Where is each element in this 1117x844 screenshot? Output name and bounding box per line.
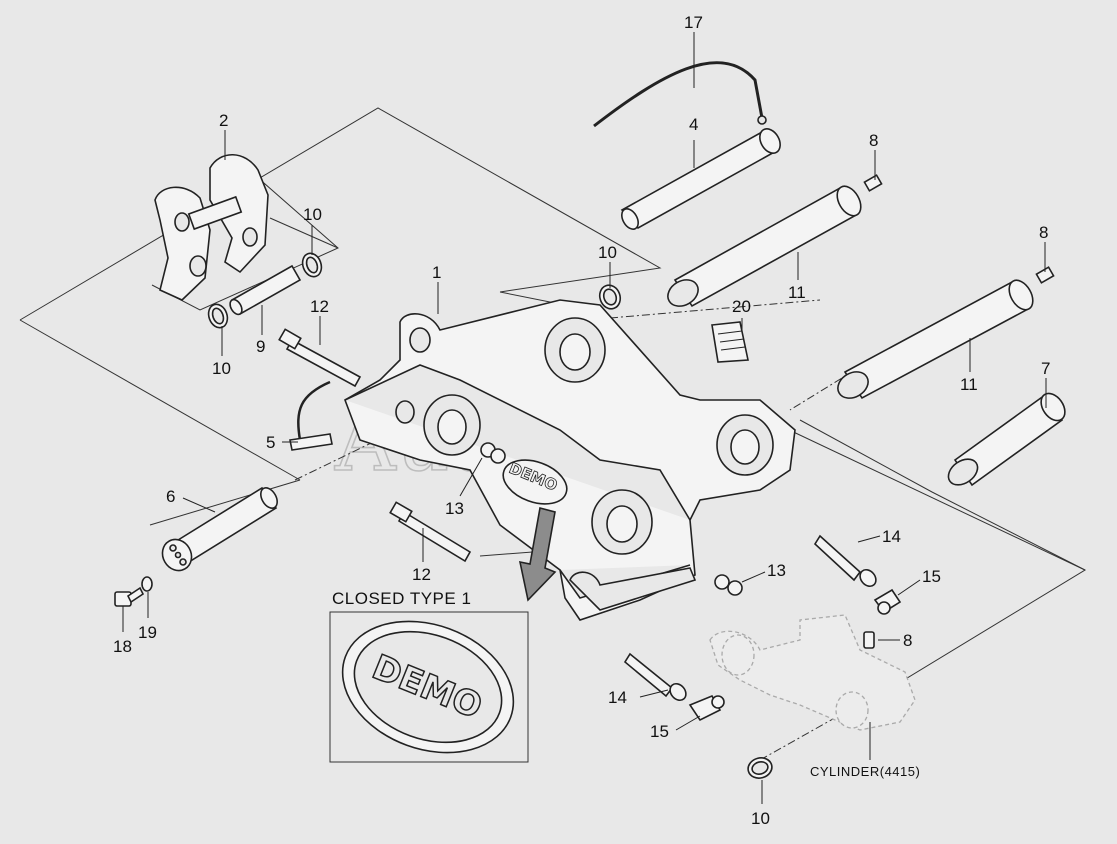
callout-18: 18 xyxy=(113,637,132,656)
callout-6: 6 xyxy=(166,487,175,506)
callout-7: 7 xyxy=(1041,359,1050,378)
snap-ring-10-a xyxy=(301,252,323,278)
callout-11: 11 xyxy=(960,375,978,394)
callout-19: 19 xyxy=(138,623,157,642)
callout-10: 10 xyxy=(751,809,770,828)
pin-7 xyxy=(947,392,1066,487)
callout-labels: 17 4 8 8 2 10 10 11 1 20 12 9 10 11 7 5 … xyxy=(113,13,1050,828)
callout-8: 8 xyxy=(903,631,912,650)
leader-lines xyxy=(122,32,1047,804)
cable-ring xyxy=(757,115,767,125)
callout-9: 9 xyxy=(256,337,265,356)
snap-ring-10-d xyxy=(747,757,773,779)
callout-10: 10 xyxy=(598,243,617,262)
nut-13-a xyxy=(480,442,506,464)
callout-8: 8 xyxy=(1039,223,1048,242)
elbow-15-upper xyxy=(873,588,902,615)
pin-6 xyxy=(161,486,278,572)
fitting-14-upper xyxy=(813,534,877,588)
callout-14: 14 xyxy=(882,527,901,546)
callout-4: 4 xyxy=(689,115,698,134)
closed-type-detail: DEMO xyxy=(329,611,529,763)
callout-20: 20 xyxy=(732,297,751,316)
callout-15: 15 xyxy=(650,722,669,741)
callout-12: 12 xyxy=(412,565,431,584)
bushing-9 xyxy=(229,264,302,316)
callout-8: 8 xyxy=(869,131,878,150)
closed-type-caption: CLOSED TYPE 1 xyxy=(332,589,471,608)
callout-2: 2 xyxy=(219,111,228,130)
callout-12: 12 xyxy=(310,297,329,316)
callout-15: 15 xyxy=(922,567,941,586)
callout-14: 14 xyxy=(608,688,627,707)
elbow-15-lower xyxy=(688,694,725,722)
lanyard-cable-17 xyxy=(593,61,764,128)
cylinder-caption: CYLINDER(4415) xyxy=(810,764,920,779)
pin-11-lower xyxy=(837,279,1034,400)
callout-10: 10 xyxy=(212,359,231,378)
fitting-14-lower xyxy=(623,652,687,702)
coupler-body-1 xyxy=(344,299,796,621)
bolt-12-upper xyxy=(278,328,362,388)
detail-arrow xyxy=(518,507,557,602)
label-plate-20 xyxy=(711,321,749,363)
callout-17: 17 xyxy=(684,13,703,32)
callout-1: 1 xyxy=(432,263,441,282)
grease-nipple-8-top xyxy=(863,174,883,192)
callout-11: 11 xyxy=(788,283,806,302)
snap-ring-10-b xyxy=(207,303,229,329)
washer-19 xyxy=(141,576,153,592)
bolt-12-lower xyxy=(389,501,472,563)
grease-nipple-8-mid xyxy=(1035,266,1055,284)
locking-pin-4 xyxy=(620,128,781,230)
callout-5: 5 xyxy=(266,433,275,452)
lynch-pin-5 xyxy=(289,380,333,451)
pin-11-upper xyxy=(667,185,862,308)
callout-10: 10 xyxy=(303,205,322,224)
cylinder-ghost xyxy=(709,614,916,731)
bolt-18 xyxy=(114,586,145,607)
nut-13-b xyxy=(714,574,743,596)
callout-13: 13 xyxy=(445,499,464,518)
callout-13: 13 xyxy=(767,561,786,580)
grease-nipple-8-cylinder xyxy=(863,631,875,649)
snap-ring-10-c xyxy=(598,284,622,310)
hook-bracket-2 xyxy=(154,154,269,301)
